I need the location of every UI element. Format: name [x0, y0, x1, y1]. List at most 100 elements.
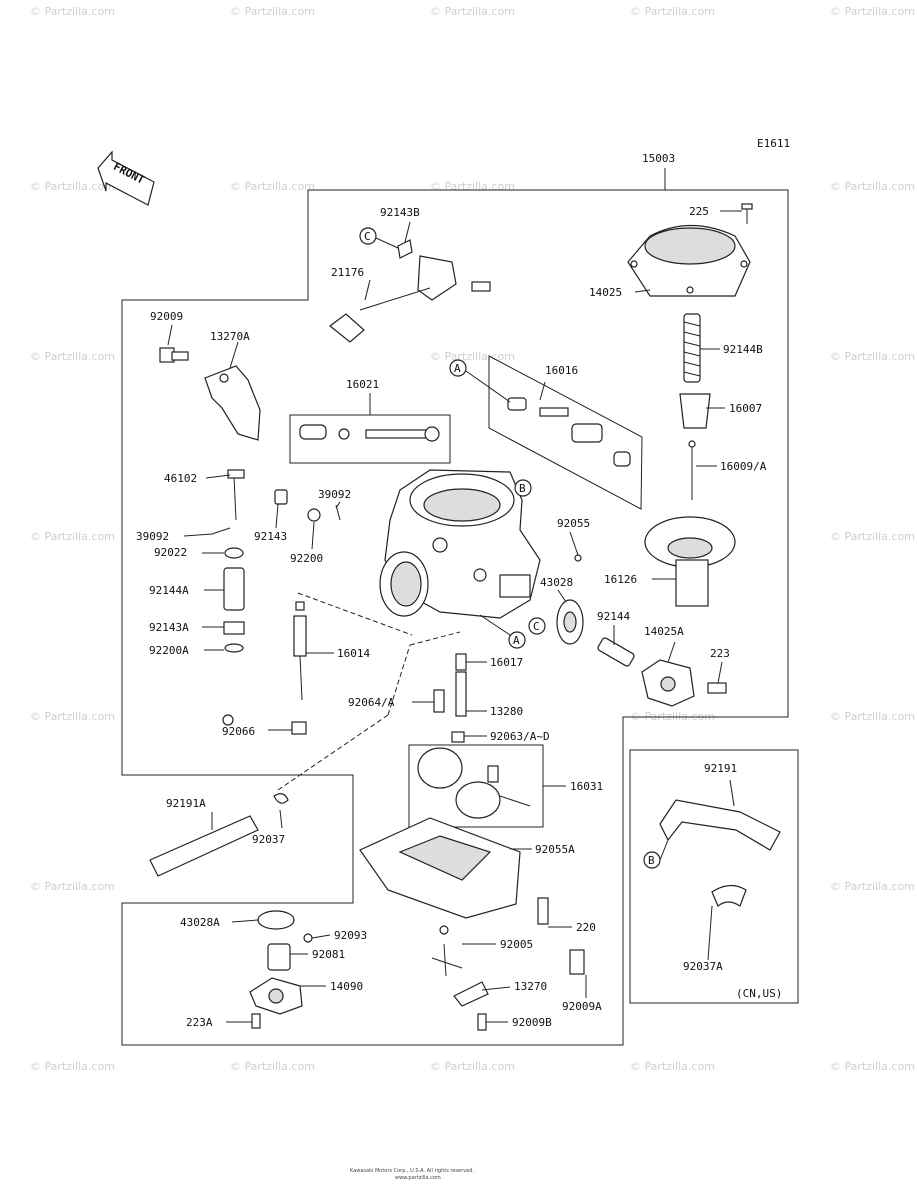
marker-b-icon: B	[643, 851, 661, 869]
spring-92144B-part	[683, 313, 701, 383]
part-label: 92143	[254, 530, 287, 543]
marker-b-icon: B	[514, 479, 532, 497]
part-label: 92143A	[149, 621, 189, 634]
part-label: 92191	[704, 762, 737, 775]
part-label: 92093	[334, 929, 367, 942]
part-label: 92066	[222, 725, 255, 738]
part-label: 92200	[290, 552, 323, 565]
watermark: © Partzilla.com	[830, 180, 915, 193]
hose-92191A-part	[149, 815, 259, 877]
spring-92144A-part	[223, 567, 245, 611]
watermark: © Partzilla.com	[830, 530, 915, 543]
svg-text:C: C	[533, 620, 540, 633]
watermark: © Partzilla.com	[230, 1060, 315, 1073]
watermark: © Partzilla.com	[230, 5, 315, 18]
part-label: 92064/A	[348, 696, 395, 709]
marker-a-icon: A	[449, 359, 511, 403]
front-arrow-icon: FRONT	[97, 150, 155, 206]
part-label: 14025	[589, 286, 622, 299]
part-label: 92143B	[380, 206, 420, 219]
watermark: © Partzilla.com	[830, 350, 915, 363]
part-label: 92081	[312, 948, 345, 961]
clip-92037A-part	[711, 884, 747, 907]
part-label: 223A	[186, 1016, 213, 1029]
top-cover-part	[627, 224, 751, 297]
needle-jet-16014-part	[293, 601, 307, 701]
cap-92143A-part	[223, 621, 245, 635]
diagram-code: E1611	[757, 137, 790, 150]
screw-92009B-part	[477, 1013, 487, 1031]
part-label: 16126	[604, 573, 637, 586]
watermark: © Partzilla.com	[830, 1060, 915, 1073]
hose-92191-part	[659, 799, 781, 851]
svg-text:A: A	[454, 362, 461, 375]
inset-box	[629, 749, 799, 1004]
part-label: 225	[689, 205, 709, 218]
screw-223-part	[707, 682, 727, 694]
diaphragm-43028A-part	[257, 910, 295, 930]
part-label: 92037	[252, 833, 285, 846]
footer-line: Kawasaki Motors Corp., U.S.A. All rights…	[350, 1168, 474, 1174]
jet-16017-part	[455, 653, 467, 671]
main-group-outline	[121, 189, 789, 1046]
watermark: © Partzilla.com	[30, 180, 115, 193]
part-label: 92009B	[512, 1016, 552, 1029]
part-label: 92009	[150, 310, 183, 323]
part-label: 16007	[729, 402, 762, 415]
watermark: © Partzilla.com	[230, 180, 315, 193]
rod-46102-part	[227, 469, 245, 521]
region-note: (CN,US)	[736, 987, 782, 1000]
part-label: 92144A	[149, 584, 189, 597]
float-16031-part	[417, 747, 531, 819]
part-label: 92022	[154, 546, 187, 559]
starter-plunger-16016-part	[507, 397, 631, 467]
screw-225-part	[741, 203, 753, 224]
watermark: © Partzilla.com	[630, 1060, 715, 1073]
part-label: 92200A	[149, 644, 189, 657]
washer-92022-part	[224, 547, 244, 559]
part-label: 16017	[490, 656, 523, 669]
jet-92063-part	[451, 731, 465, 743]
part-label: 92144B	[723, 343, 763, 356]
plug-92066-part	[291, 721, 307, 735]
part-labels: 15003 225 14025 92144B 16007 16009/A 161…	[136, 152, 782, 1029]
part-label: 92055A	[535, 843, 575, 856]
watermark-layer: © Partzilla.com © Partzilla.com © Partzi…	[30, 5, 915, 1073]
svg-text:B: B	[648, 854, 655, 867]
cover-14090-part	[249, 977, 303, 1015]
spring-92144-part	[597, 637, 635, 667]
fitting-92005-part	[431, 925, 463, 977]
o-ring-92093-part	[303, 933, 313, 943]
part-label: 13270A	[210, 330, 250, 343]
watermark: © Partzilla.com	[30, 880, 115, 893]
svg-text:A: A	[513, 634, 520, 647]
marker-a-icon: A	[479, 614, 526, 649]
cover-14025A-part	[641, 659, 695, 707]
marker-c-icon: C	[359, 227, 399, 249]
part-label: 92037A	[683, 960, 723, 973]
part-label: 13280	[490, 705, 523, 718]
watermark: © Partzilla.com	[430, 350, 515, 363]
jet-92143-part	[274, 489, 288, 505]
needle-16009-part	[688, 440, 696, 500]
part-label: 220	[576, 921, 596, 934]
watermark: © Partzilla.com	[30, 710, 115, 723]
bracket-13270A-part	[204, 365, 261, 441]
watermark: © Partzilla.com	[430, 1060, 515, 1073]
part-label: 43028A	[180, 916, 220, 929]
o-ring-92055-part	[574, 554, 582, 562]
o-ring-92066a-part	[222, 714, 234, 726]
watermark: © Partzilla.com	[430, 5, 515, 18]
part-label: 16009/A	[720, 460, 767, 473]
part-label: 21176	[331, 266, 364, 279]
footer-line: www.partzilla.com	[395, 1175, 441, 1181]
screw-92009A-part	[569, 949, 585, 975]
pin-39092-part	[211, 527, 231, 535]
part-label: 16031	[570, 780, 603, 793]
watermark: © Partzilla.com	[830, 880, 915, 893]
washer-92200A-part	[224, 643, 244, 653]
part-label: 92063/A~D	[490, 730, 550, 743]
throttle-assembly-part	[329, 239, 491, 343]
part-label: 92005	[500, 938, 533, 951]
